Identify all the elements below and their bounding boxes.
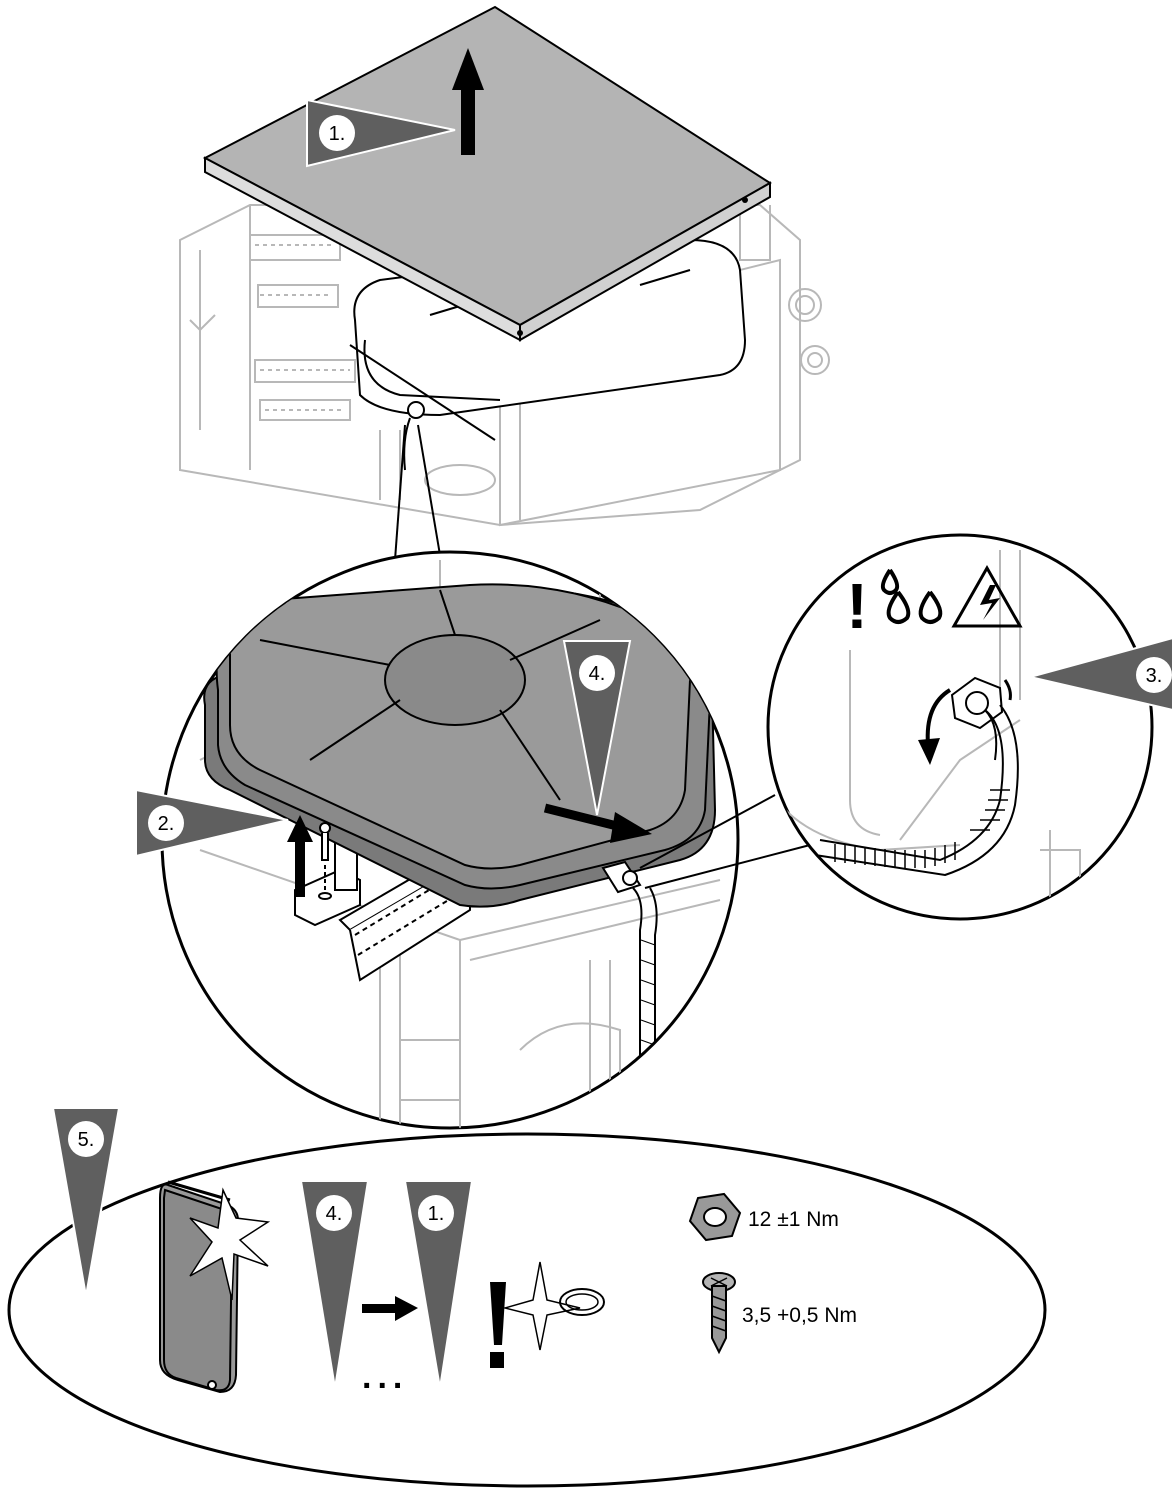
arrow-right-icon (543, 803, 652, 843)
step-marker-1: 1. (306, 98, 456, 168)
callout-lines-right (639, 794, 811, 889)
counterclockwise-arrow-icon (918, 679, 1012, 765)
sealing-ring-icon (559, 1288, 605, 1316)
hose-fitting-top (403, 401, 425, 471)
step-4-label: 4. (589, 663, 606, 685)
pin (318, 822, 332, 900)
step-marker-3: 3. (1029, 636, 1173, 712)
detail-circle (160, 550, 740, 1130)
nut-torque-label: 12 ±1 Nm (748, 1208, 839, 1231)
step-marker-2: 2. (135, 788, 289, 858)
hose-detail-circle: ! (766, 533, 1154, 921)
warning-exclamation: ! (846, 570, 867, 642)
hex-nut-icon (688, 1192, 742, 1242)
step-5-label: 5. (78, 1129, 95, 1151)
callout-lines (394, 424, 441, 561)
sequence-from-label: 4. (326, 1203, 343, 1225)
new-expansion-vessel-icon (159, 1180, 271, 1394)
sequence-marker-4: 4. (299, 1180, 370, 1389)
sequence-to-label: 1. (428, 1203, 445, 1225)
ellipsis: ... (362, 1358, 408, 1396)
step-sequence: 4. ... 1. (299, 1180, 474, 1396)
step-2-label: 2. (158, 813, 175, 835)
screw-torque-label: 3,5 +0,5 Nm (742, 1304, 857, 1327)
step-marker-4: 4. (562, 640, 632, 816)
cover-panel (202, 5, 772, 342)
arrow-right-icon (362, 1296, 418, 1321)
screw-icon (702, 1272, 736, 1355)
water-drops-icon (880, 568, 943, 624)
replace-seal-notice (490, 1261, 605, 1368)
arrow-up-icon (287, 815, 313, 897)
corrugated-hose (814, 704, 1019, 877)
screw-torque: 3,5 +0,5 Nm (702, 1272, 857, 1355)
hose-connection (601, 860, 658, 1128)
step-3-label: 3. (1146, 665, 1163, 687)
nut-torque: 12 ±1 Nm (688, 1192, 839, 1242)
electric-hazard-icon (951, 564, 1023, 628)
step-marker-5: 5. (51, 1107, 121, 1297)
sequence-marker-1: 1. (403, 1180, 474, 1389)
step-1-label: 1. (329, 123, 346, 145)
arrow-up-icon (452, 48, 484, 155)
